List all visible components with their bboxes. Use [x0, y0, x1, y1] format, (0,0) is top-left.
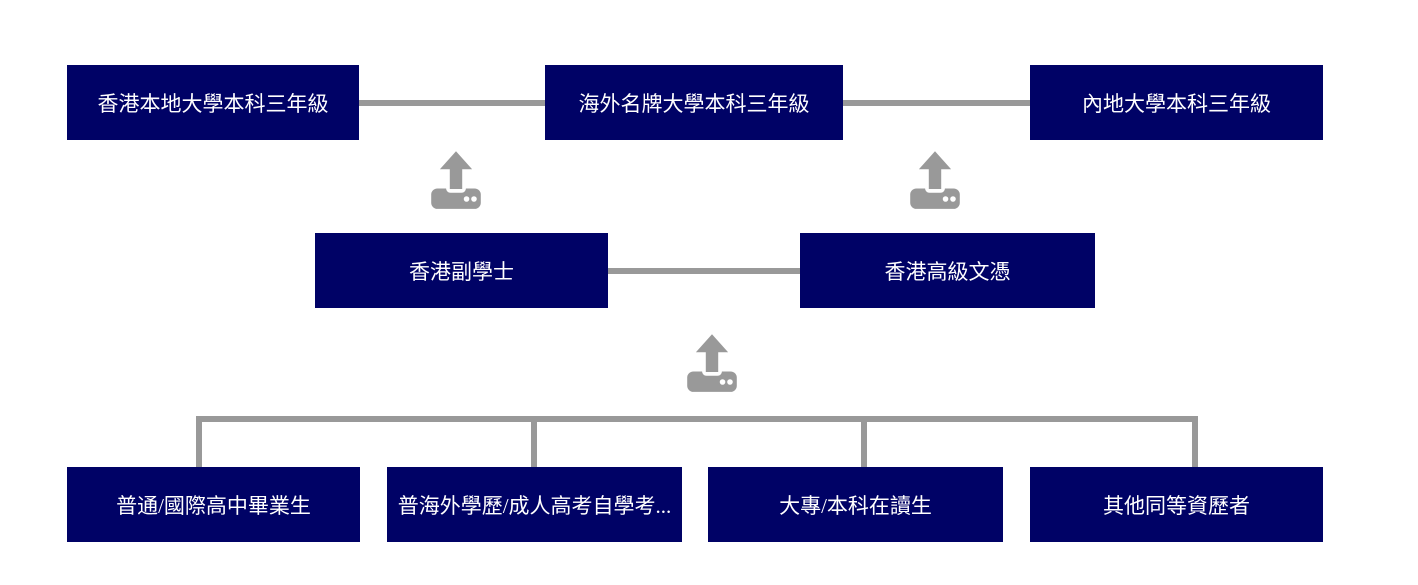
connector-tree-drop-4: [1192, 416, 1198, 467]
node-label: 內地大學本科三年級: [1082, 91, 1271, 116]
connector-tree-horizontal: [196, 416, 1198, 422]
connector-tree-drop-1: [196, 416, 202, 467]
node-label: 普海外學歷/成人高考自學考...: [397, 493, 672, 518]
connector-tree-drop-3: [861, 416, 867, 467]
node-label: 香港高級文憑: [884, 259, 1011, 284]
node-label: 其他同等資歷者: [1103, 493, 1250, 518]
node-label: 海外名牌大學本科三年級: [578, 91, 810, 116]
node-label: 大專/本科在讀生: [779, 493, 932, 518]
upload-icon: [428, 150, 484, 212]
node-label: 香港副學士: [409, 259, 514, 284]
upload-icon: [907, 150, 963, 212]
connector-top-left: [359, 100, 545, 106]
node-other-equivalent-qualifications: 其他同等資歷者: [1030, 467, 1323, 542]
node-label: 普通/國際高中畢業生: [116, 493, 311, 518]
node-college-current-students: 大專/本科在讀生: [708, 467, 1003, 542]
upload-icon: [684, 333, 740, 395]
node-mainland-university-year3: 內地大學本科三年級: [1030, 65, 1323, 140]
node-overseas-qualifications: 普海外學歷/成人高考自學考...: [387, 467, 682, 542]
node-hk-local-university-year3: 香港本地大學本科三年級: [67, 65, 359, 140]
connector-tree-drop-2: [531, 416, 537, 467]
connector-middle: [608, 268, 800, 274]
connector-top-right: [843, 100, 1030, 106]
node-hk-associate-degree: 香港副學士: [315, 233, 608, 308]
node-high-school-graduates: 普通/國際高中畢業生: [67, 467, 360, 542]
node-overseas-famous-university-year3: 海外名牌大學本科三年級: [545, 65, 843, 140]
node-label: 香港本地大學本科三年級: [97, 91, 329, 116]
node-hk-higher-diploma: 香港高級文憑: [800, 233, 1095, 308]
